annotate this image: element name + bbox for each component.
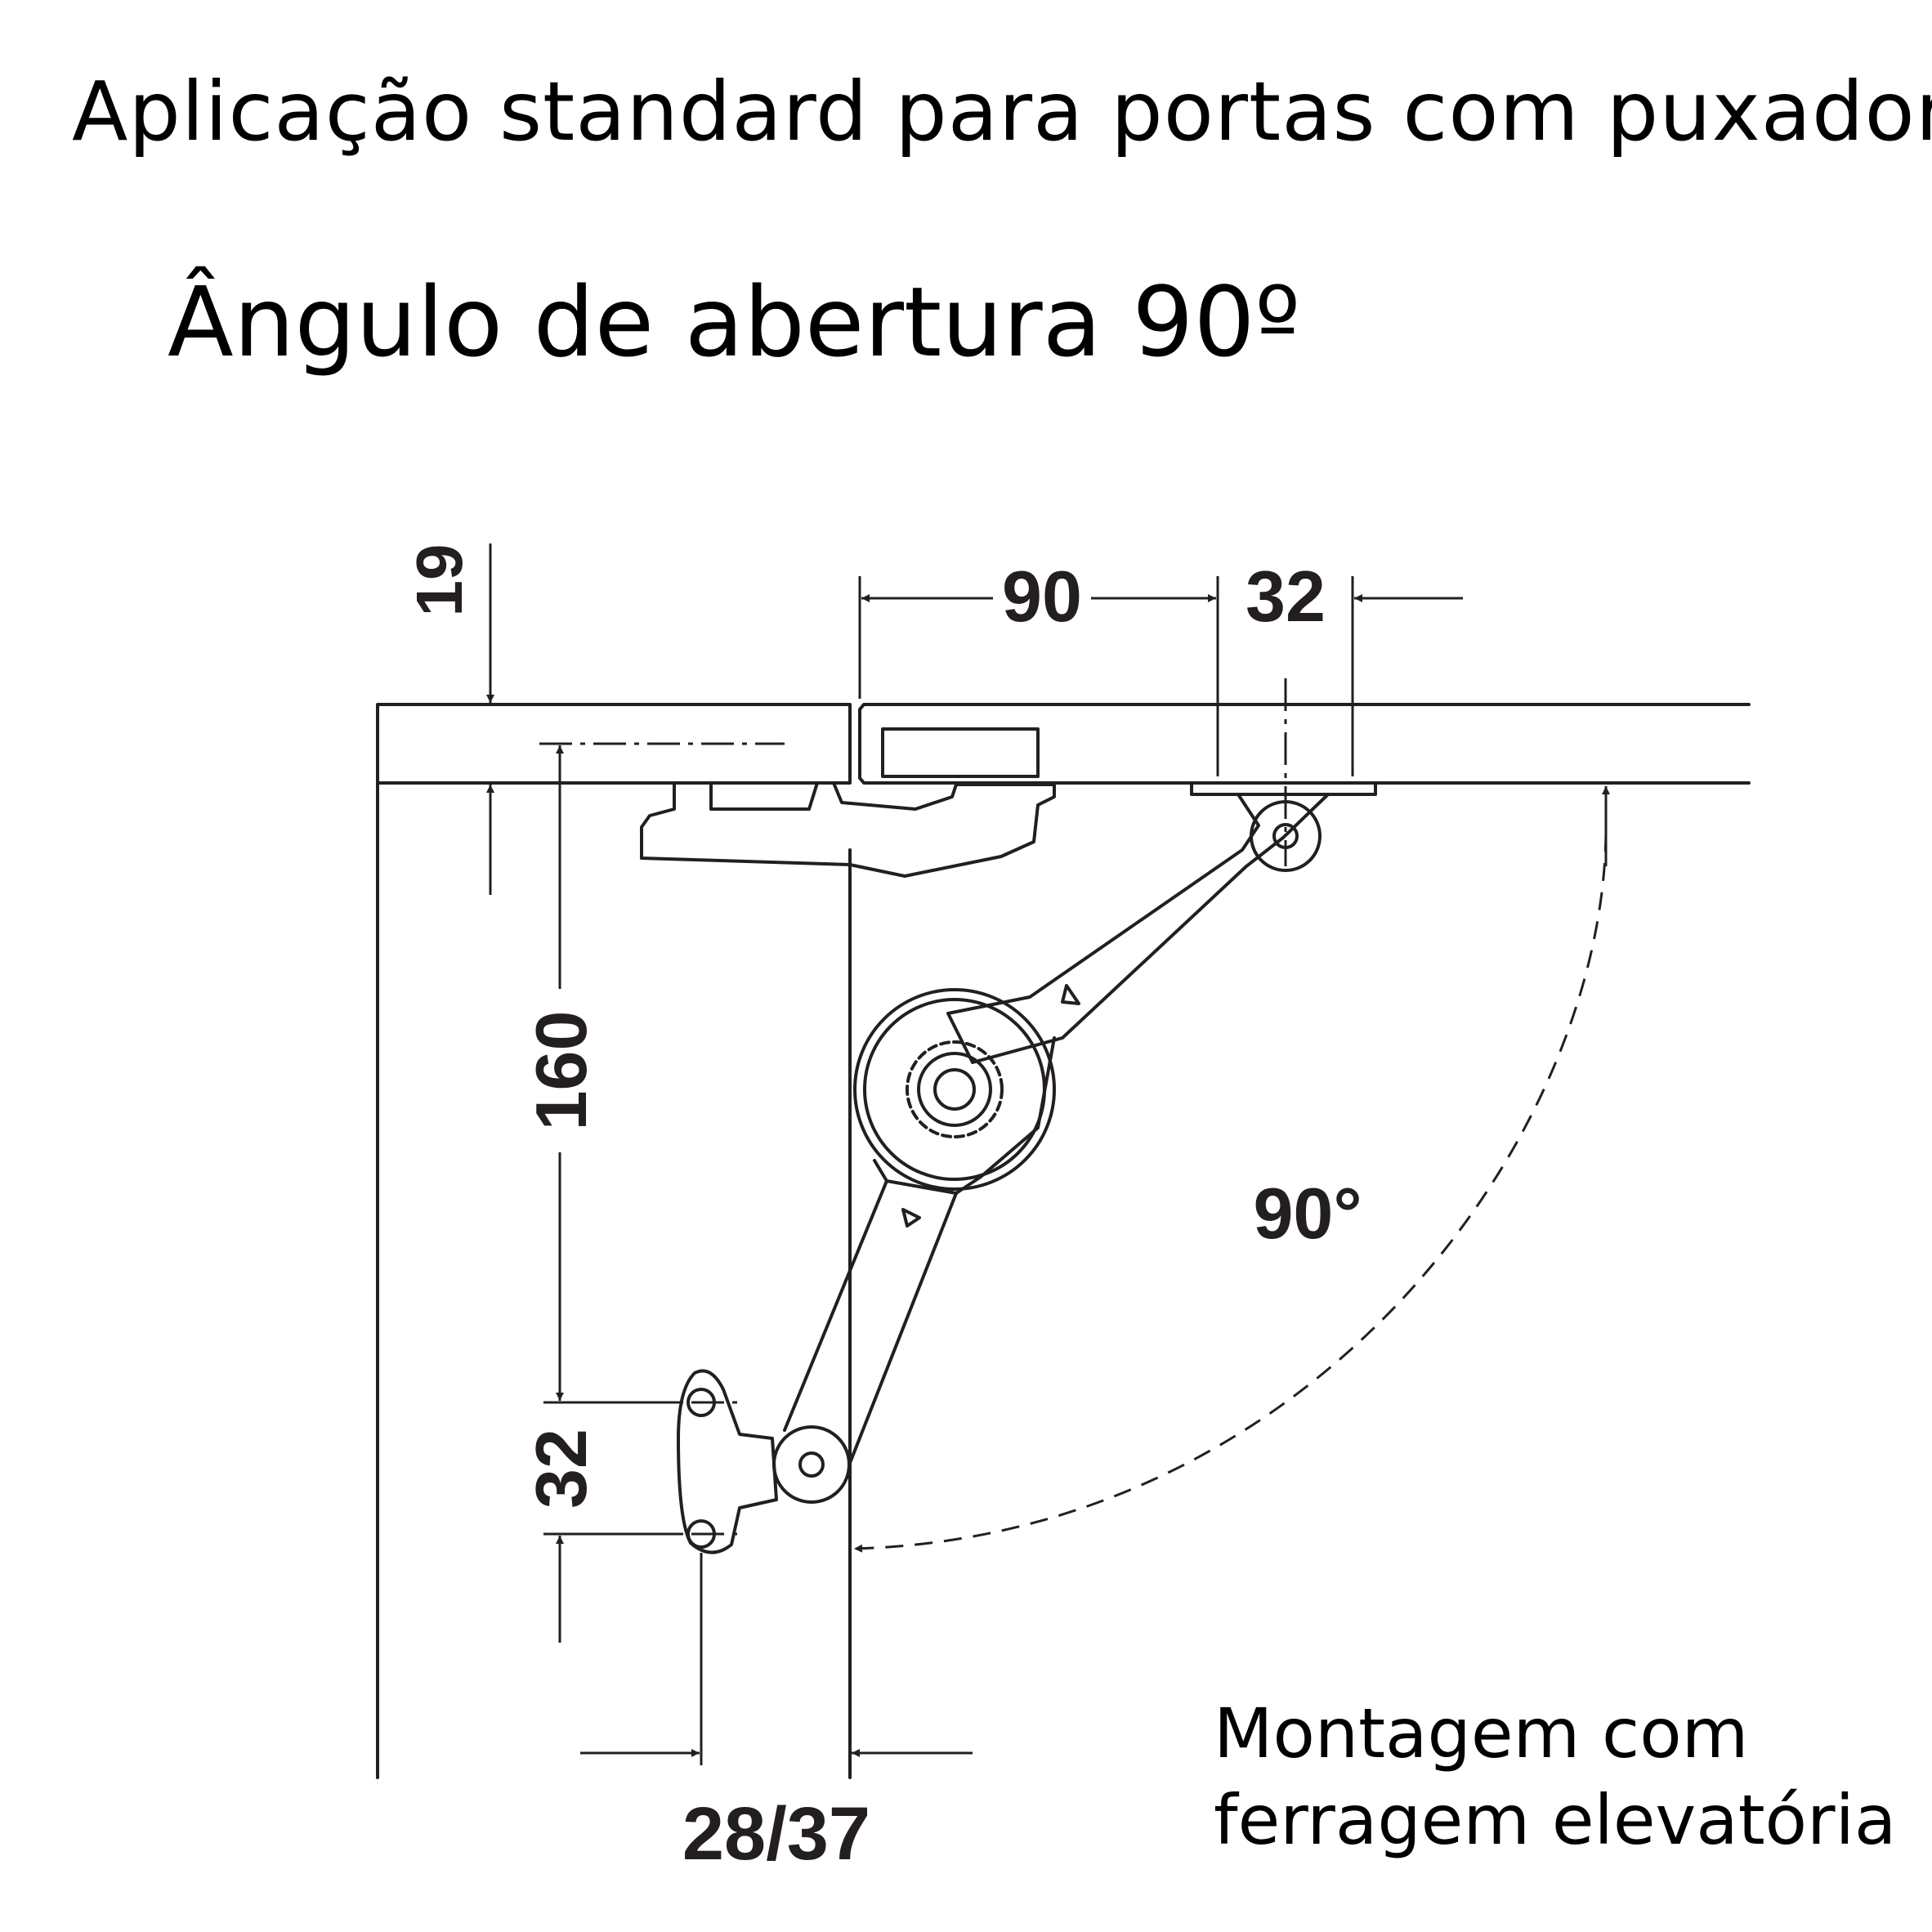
door-block xyxy=(881,727,1040,778)
opening-angle-arc xyxy=(853,833,1608,1553)
dim-label-160: 160 xyxy=(521,1011,602,1131)
cabinet-side-panel xyxy=(376,703,852,1779)
caption-line-2: ferragem elevatória xyxy=(1214,1780,1897,1860)
angle-label-90: 90° xyxy=(1253,1173,1362,1254)
upper-arm xyxy=(946,793,1330,1064)
hub-gear-inner xyxy=(917,1052,992,1127)
lower-pivot-outer xyxy=(772,1425,851,1504)
dim-label-19: 19 xyxy=(403,544,476,617)
lower-arm xyxy=(783,1159,958,1465)
arm-marker-upper xyxy=(1061,984,1080,1005)
opening-angle-heading: Ângulo de abertura 90º xyxy=(168,266,1301,378)
arm-marker-lower xyxy=(901,1208,921,1228)
dim-label-90: 90 xyxy=(1002,556,1082,637)
top-mounting-plate xyxy=(1190,781,1377,796)
hub-gear xyxy=(906,1040,1004,1138)
door-panel xyxy=(858,703,1751,785)
dim-label-32-top: 32 xyxy=(1246,556,1326,637)
hub-center xyxy=(933,1068,976,1111)
bracket-detail xyxy=(709,781,819,811)
hub-outer xyxy=(853,988,1056,1191)
dim-label-28-37: 28/37 xyxy=(682,1792,870,1876)
mounting-caption: Montagem com ferragem elevatória xyxy=(1214,1690,1896,1863)
dim-label-32-side: 32 xyxy=(521,1429,602,1509)
lower-arm-link xyxy=(955,1036,1056,1195)
page-title: Aplicação standard para portas com puxad… xyxy=(72,64,1932,159)
lower-pivot-inner xyxy=(798,1451,825,1478)
caption-line-1: Montagem com xyxy=(1214,1693,1749,1773)
mounting-bracket xyxy=(640,781,1056,878)
